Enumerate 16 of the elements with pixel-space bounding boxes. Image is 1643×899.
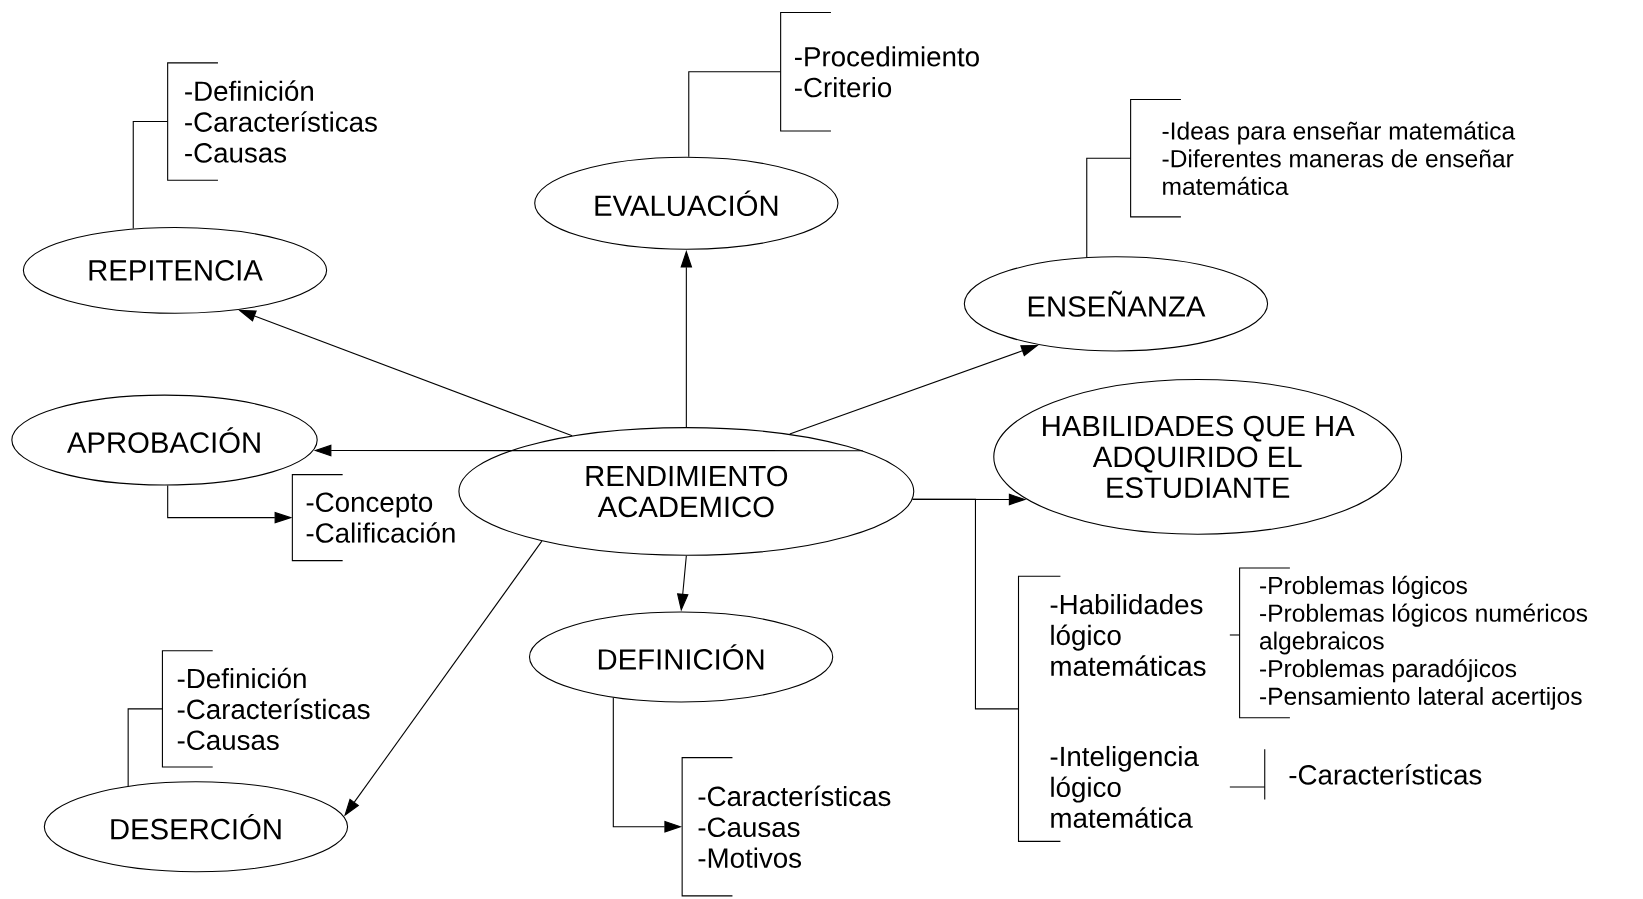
bracket-list: -Definición -Características -Causas <box>161 650 370 768</box>
connector-line <box>688 71 782 158</box>
connector-line <box>1229 786 1266 788</box>
bar-list: -Características <box>1264 748 1482 801</box>
bracket-list: -Características -Causas -Motivos <box>681 757 891 897</box>
connector-line <box>127 708 163 787</box>
connector-line <box>132 121 169 230</box>
connector-line <box>912 498 1020 710</box>
bracket-list: -Procedimiento -Criterio <box>780 12 979 132</box>
bracket-list: -Definición -Características -Causas <box>167 62 377 181</box>
connector-line <box>1086 157 1132 258</box>
bracket-list: -Problemas lógicos -Problemas lógicos numéricos algebraicos -Problemas paradójicos -Pensamiento lateral acertijos <box>1239 567 1588 719</box>
connector-line <box>1229 634 1241 636</box>
subtopic-text: -Inteligencia lógico matemática <box>1050 745 1199 828</box>
bracket-list: -Ideas para enseñar matemática -Diferentes maneras de enseñar matemática <box>1130 99 1516 218</box>
subtopic-text: -Habilidades lógico matemáticas <box>1050 593 1206 676</box>
